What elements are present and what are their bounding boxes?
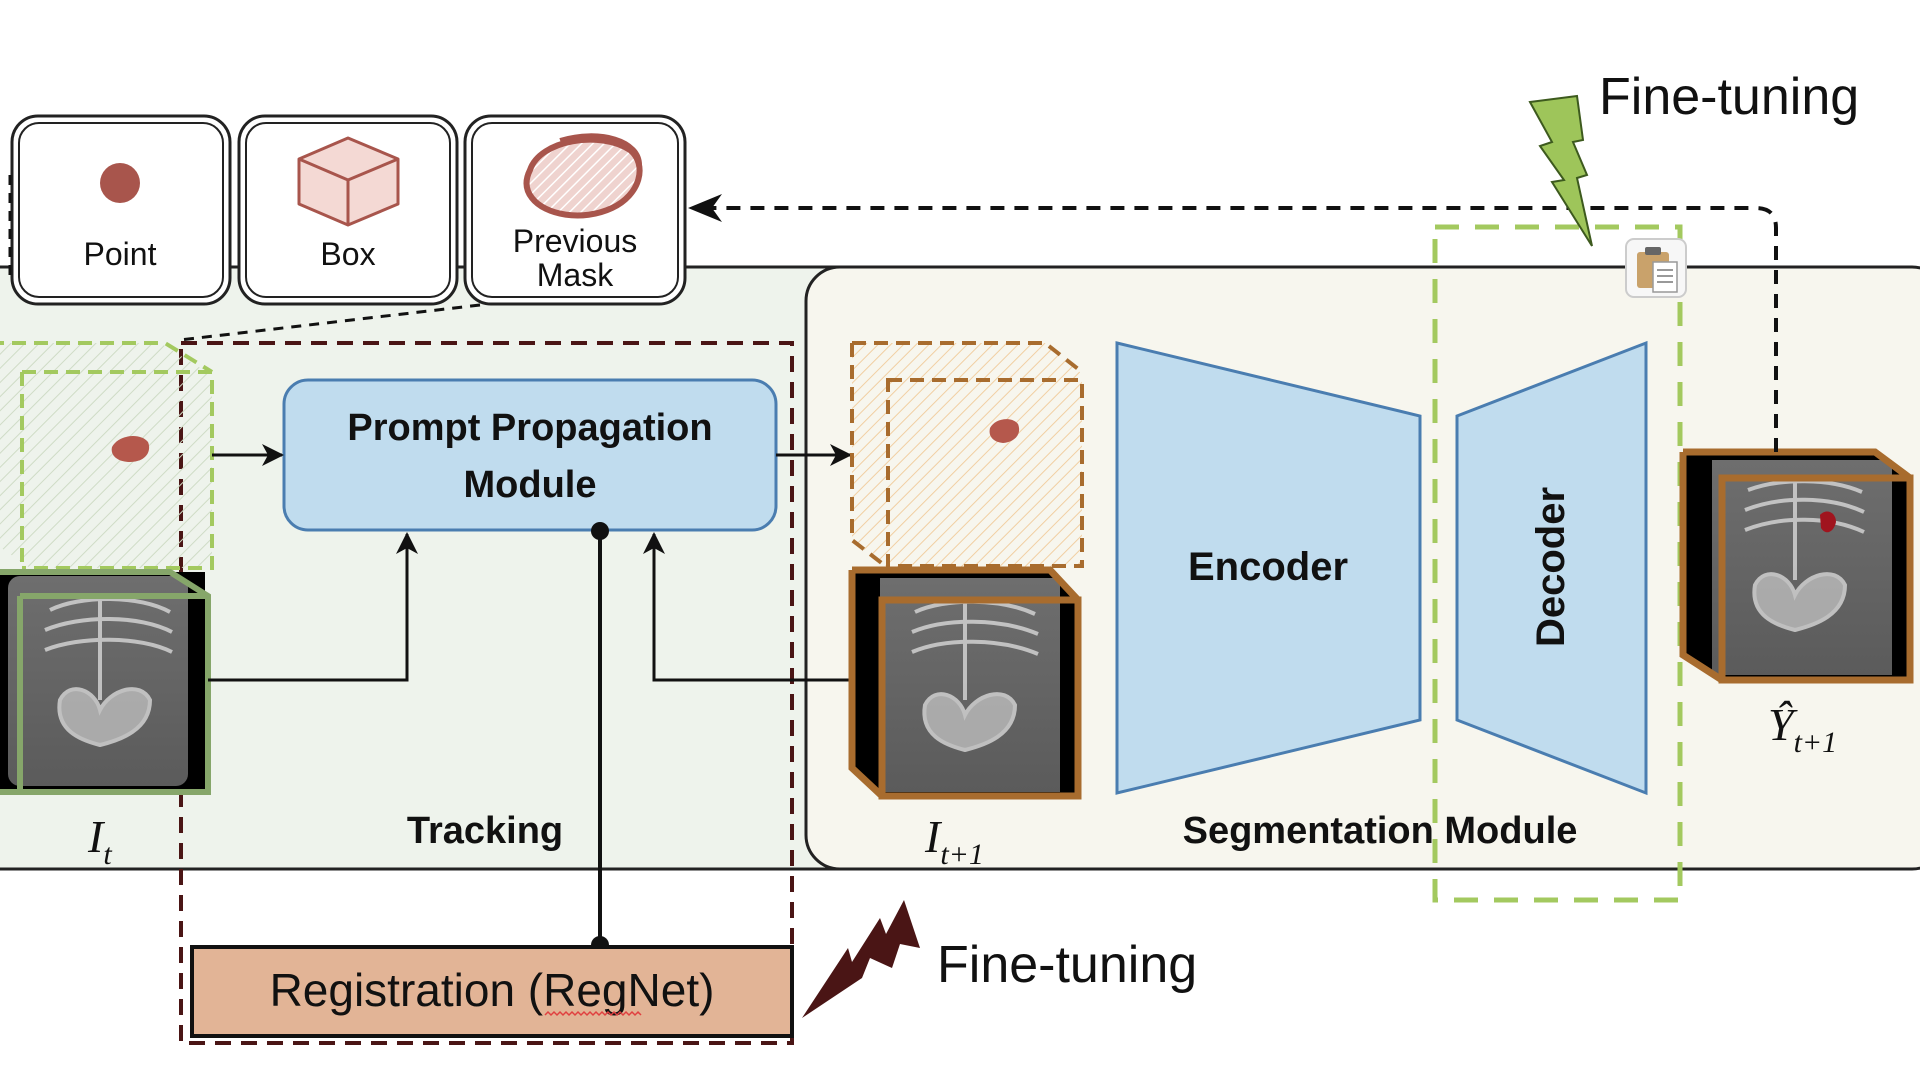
fine-tuning-top-label: Fine-tuning bbox=[1599, 68, 1859, 126]
feedback-arrowhead bbox=[688, 194, 722, 222]
fine-tuning-bolt-green-icon bbox=[1528, 94, 1593, 247]
prompt-point-label: Point bbox=[84, 236, 157, 272]
arrow-it1-to-module bbox=[643, 532, 852, 682]
prompt-dashed-link bbox=[8, 175, 481, 342]
registration-module[interactable]: Registration (RegNet) bbox=[190, 945, 794, 1038]
prompt-previous-mask-label-2: Mask bbox=[537, 257, 614, 293]
prompt-propagation-module[interactable]: Prompt Propagation Module bbox=[282, 378, 778, 532]
tracking-title: Tracking bbox=[407, 810, 563, 852]
decoder-block[interactable]: Decoder bbox=[1455, 340, 1648, 796]
encoder-label: Encoder bbox=[1188, 545, 1348, 589]
propagated-blob-icon bbox=[989, 419, 1020, 443]
decoder-label: Decoder bbox=[1529, 487, 1573, 647]
output-volume bbox=[1679, 448, 1914, 684]
segmentation-title: Segmentation Module bbox=[1183, 810, 1578, 852]
propagated-mask-cube bbox=[850, 341, 1084, 570]
clipboard-icon[interactable] bbox=[1625, 238, 1687, 298]
fine-tuning-bolt-dark-icon bbox=[802, 900, 920, 1018]
registration-label: Registration (RegNet) bbox=[270, 964, 715, 1016]
input-volume-it bbox=[0, 569, 211, 795]
prompt-previous-mask-card[interactable]: Previous Mask bbox=[463, 114, 687, 306]
input-it1-label: It+1 bbox=[924, 811, 984, 871]
spellcheck-underline bbox=[544, 1010, 642, 1017]
prompt-propagation-label-2: Module bbox=[464, 464, 597, 506]
fine-tuning-bottom-label: Fine-tuning bbox=[937, 936, 1197, 994]
input-volume-it1 bbox=[848, 566, 1082, 800]
input-it-label: It bbox=[87, 811, 112, 871]
prompt-previous-mask-label-1: Previous bbox=[513, 223, 638, 259]
prompt-box-card[interactable]: Box bbox=[237, 114, 459, 306]
output-label: Ŷt+1 bbox=[1768, 699, 1837, 759]
encoder-block[interactable]: Encoder bbox=[1115, 341, 1422, 795]
prompt-propagation-label-1: Prompt Propagation bbox=[347, 407, 712, 449]
segmented-organ-icon bbox=[1820, 511, 1836, 533]
arrow-it-to-module bbox=[208, 532, 418, 682]
mask-scribble-icon bbox=[523, 133, 643, 219]
prompt-point-card[interactable]: Point bbox=[10, 114, 232, 306]
feedback-dashed-arrow bbox=[704, 206, 1778, 452]
registration-link-dot-top bbox=[591, 522, 609, 540]
input-mask-cube bbox=[0, 341, 214, 570]
prompt-box-label: Box bbox=[320, 236, 375, 272]
box-cube-icon bbox=[297, 136, 400, 227]
mask-blob-icon bbox=[111, 435, 150, 462]
point-icon bbox=[100, 163, 140, 203]
